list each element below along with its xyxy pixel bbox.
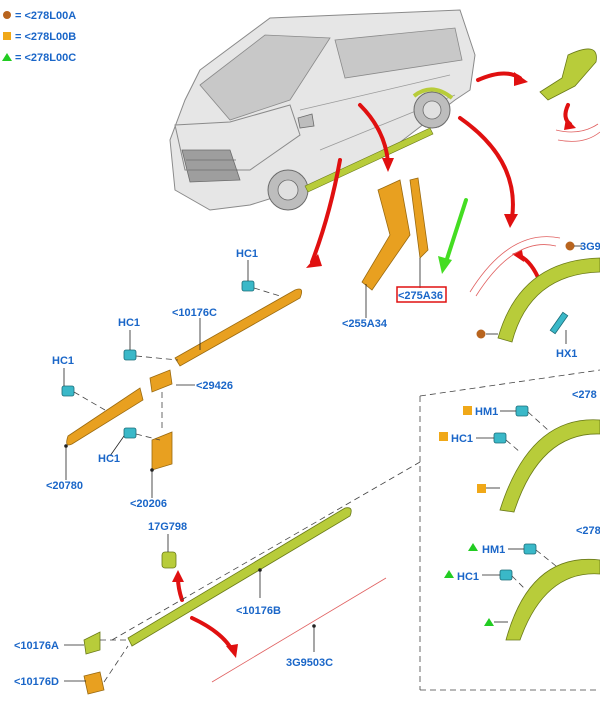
- clip-hc1-mid: [123, 349, 137, 361]
- arrow-to-pillar: [358, 103, 390, 164]
- legend-square-icon: [3, 32, 11, 40]
- label-hc1-low: HC1: [98, 453, 120, 465]
- arrow-to-wheel-arch: [458, 116, 515, 220]
- sill-10176B: [127, 507, 352, 647]
- sill-moulding: [64, 507, 387, 695]
- piece-29426: [149, 369, 173, 393]
- label-10176C: <10176C: [172, 307, 217, 319]
- label-hm1-triangle: HM1: [482, 544, 505, 556]
- label-10176B: <10176B: [236, 605, 281, 617]
- pillar-275A36: [409, 177, 429, 259]
- label-hc1-top: HC1: [236, 248, 258, 260]
- moulding-10176C: [174, 288, 303, 367]
- leader-lines-left: [63, 260, 249, 498]
- legend-item-278L00A: = <278L00A: [15, 10, 76, 22]
- clip-17G798: [161, 551, 177, 569]
- wheel-arch-C: [444, 543, 600, 641]
- label-10176D: <10176D: [14, 676, 59, 688]
- inset-box: [111, 369, 600, 691]
- end-cap-10176A: [83, 631, 101, 655]
- label-255A34: <255A34: [342, 318, 388, 330]
- pillar-255A34: [361, 179, 411, 291]
- label-hc1-mid: HC1: [118, 317, 140, 329]
- front-mouldings: [61, 280, 303, 471]
- moulding-20780: [66, 387, 144, 446]
- clip-hc1-top: [241, 280, 255, 292]
- legend-circle-icon: [3, 11, 11, 19]
- label-278-right2: <278: [576, 525, 600, 537]
- clip-hc1-left: [61, 385, 75, 397]
- legend-triangle-icon: [2, 53, 12, 61]
- label-29426: <29426: [196, 380, 233, 392]
- clip-hm1-square: [515, 405, 529, 417]
- label-hx1: HX1: [556, 348, 577, 360]
- label-3G9503C: 3G9503C: [286, 657, 333, 669]
- label-20206: <20206: [130, 498, 167, 510]
- label-hc1-square: HC1: [451, 433, 473, 445]
- arrow-to-3G9503C: [190, 616, 234, 652]
- clip-hx1: [549, 311, 569, 335]
- arrow-to-front-moulding: [310, 158, 342, 264]
- van-illustration: [169, 9, 476, 211]
- clip-hc1-square: [493, 432, 507, 444]
- label-20780: <20780: [46, 480, 83, 492]
- label-17G798: 17G798: [148, 521, 187, 533]
- part-labels: HC1 <10176C HC1 <29426 HC1 HC1 <20780 <2…: [14, 241, 600, 688]
- label-hc1-left: HC1: [52, 355, 74, 367]
- label-hc1-triangle: HC1: [457, 571, 479, 583]
- label-10176A: <10176A: [14, 640, 59, 652]
- label-hm1-square: HM1: [475, 406, 498, 418]
- bracket-20206: [151, 431, 173, 471]
- label-275A36: <275A36: [398, 290, 443, 302]
- clip-hm1-triangle: [523, 543, 537, 555]
- legend-item-278L00C: = <278L00C: [15, 52, 76, 64]
- legend-item-278L00B: = <278L00B: [15, 31, 76, 43]
- highlight-box-275A36: [396, 286, 447, 303]
- legend: = <278L00A = <278L00B = <278L00C: [2, 10, 76, 64]
- arrow-to-rear-arch: [476, 71, 522, 82]
- green-arrow: [438, 198, 468, 274]
- label-278-right1: <278: [572, 389, 597, 401]
- red-arrows: [172, 71, 576, 658]
- wheel-arch-A: [469, 236, 600, 344]
- rear-arch-part: [539, 48, 600, 142]
- clip-hc1-low: [123, 427, 137, 439]
- wheel-arch-B: [439, 405, 600, 513]
- clip-hc1-triangle: [499, 569, 513, 581]
- center-pillars: [361, 177, 447, 318]
- label-3G9-top: 3G9: [580, 241, 600, 253]
